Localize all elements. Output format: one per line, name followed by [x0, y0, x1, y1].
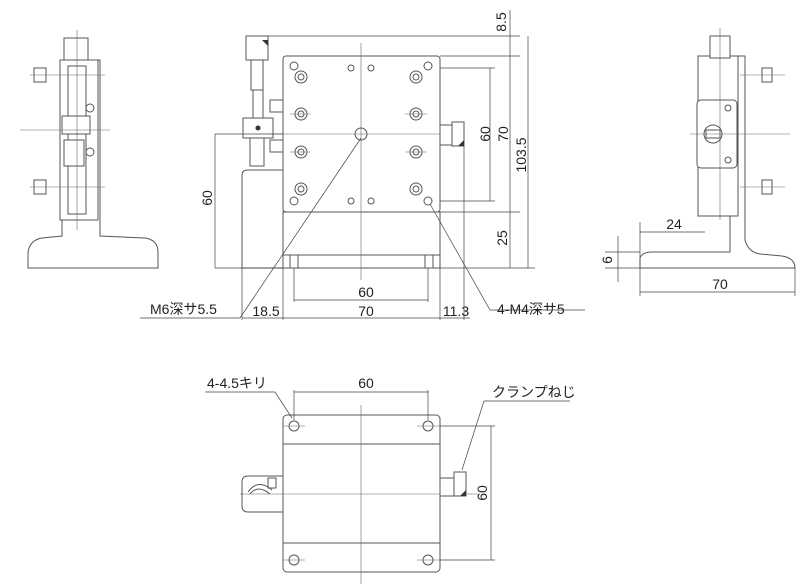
- dim-11-3: 11.3: [443, 303, 469, 319]
- dim-60-horizontal: 60: [358, 375, 374, 391]
- dim-60-vertical: 60: [474, 485, 490, 501]
- dim-60-vertical: 60: [477, 126, 493, 142]
- left-side-view: [20, 30, 159, 269]
- dim-18-5: 18.5: [252, 303, 279, 319]
- micrometer-knob: [245, 35, 269, 61]
- dim-60-horizontal: 60: [358, 284, 374, 300]
- base-plate: [282, 414, 441, 573]
- callout-clamp-screw: クランプねじ: [492, 384, 576, 400]
- front-dimensions: [140, 10, 585, 320]
- callout-m4-holes: 4-M4深サ5: [497, 301, 565, 317]
- dim-8-5: 8.5: [493, 12, 509, 32]
- callout-through-holes: 4-4.5キリ: [207, 375, 267, 391]
- dim-70-horizontal: 70: [358, 303, 374, 319]
- dim-6: 6: [599, 256, 615, 264]
- callout-m6-hole: M6深サ5.5: [150, 301, 217, 317]
- dim-103-5: 103.5: [513, 137, 529, 172]
- dim-24: 24: [666, 216, 682, 232]
- front-view: 8.5 60 70 103.5 25 60 60 70 18.5 11.3 M6…: [140, 10, 585, 320]
- dim-70: 70: [712, 276, 728, 292]
- dim-25: 25: [494, 230, 510, 246]
- bottom-view: 60 60 4-4.5キリ クランプねじ: [205, 375, 576, 584]
- dim-70-vertical: 70: [495, 126, 511, 142]
- dim-60-left: 60: [199, 190, 215, 206]
- right-side-view: 24 6 70: [599, 28, 796, 296]
